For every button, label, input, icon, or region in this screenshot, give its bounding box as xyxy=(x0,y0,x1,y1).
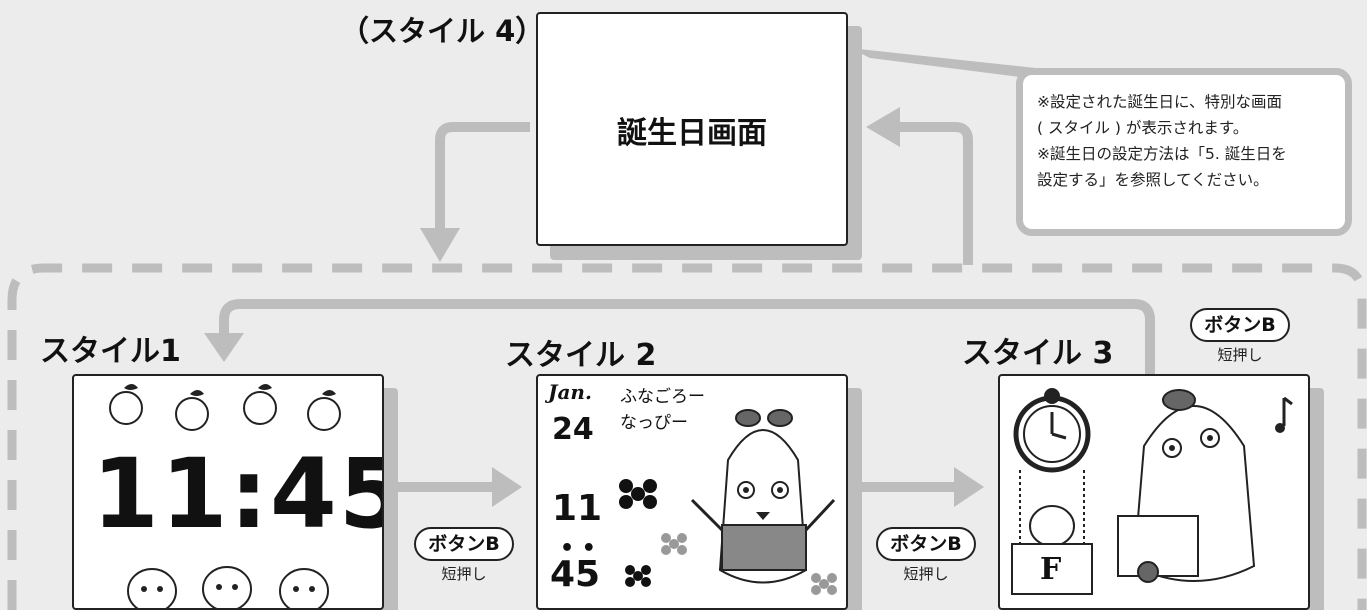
note-line: ※設定された誕生日に、特別な画面 xyxy=(1037,93,1283,111)
birthday-to-group-line xyxy=(435,122,530,228)
mascot-character xyxy=(1117,389,1293,583)
style-1-screen: 11:45 xyxy=(72,374,384,610)
button-b-label: ボタンB xyxy=(414,527,514,561)
flower-icons xyxy=(619,479,837,595)
arrow-1-2-head xyxy=(492,467,522,507)
style-2-title: スタイル 2 xyxy=(505,338,657,373)
style-1-clock: 11:45 xyxy=(92,438,384,550)
arrow-2-3-head xyxy=(954,467,984,507)
style-3-title: スタイル 3 xyxy=(962,336,1114,371)
arrow-1-2-line xyxy=(398,482,494,492)
clock-illustration xyxy=(1011,388,1093,595)
birthday-screen: 誕生日画面 xyxy=(536,12,848,246)
button-b-label: ボタンB xyxy=(876,527,976,561)
style-2-minute: 45 xyxy=(550,554,601,595)
birthday-screen-text: 誕生日画面 xyxy=(617,116,767,151)
style-2-colon: • • xyxy=(560,536,596,561)
button-b-indicator-2: ボタンB 短押し xyxy=(866,527,986,584)
style-2-handwriting-2: なっぴー xyxy=(620,413,688,433)
birthday-note: ※設定された誕生日に、特別な画面 ( スタイル ) が表示されます。 ※誕生日の… xyxy=(1016,68,1352,236)
group-to-birthday-line xyxy=(900,122,973,265)
button-b-label: ボタンB xyxy=(1190,308,1290,342)
style-2-hour: 11 xyxy=(552,488,603,529)
short-press-caption: 短押し xyxy=(441,565,487,583)
loop-arrowhead xyxy=(204,333,244,362)
note-line: 設定する」を参照してください。 xyxy=(1037,171,1269,189)
button-b-indicator-3: ボタンB 短押し xyxy=(1180,308,1300,365)
loop-arrow-line xyxy=(219,299,1155,380)
note-line: ※誕生日の設定方法は「5. 誕生日を xyxy=(1037,145,1287,163)
note-line: ( スタイル ) が表示されます。 xyxy=(1037,119,1249,137)
style-2-day: 24 xyxy=(552,412,594,447)
birthday-style-label: （スタイル 4） xyxy=(340,14,545,48)
style-2-month: Jan. xyxy=(548,380,592,404)
style-2-handwriting-1: ふなごろー xyxy=(620,387,705,407)
style-group-frame xyxy=(7,263,1367,610)
arrow-2-3-line xyxy=(860,482,956,492)
birthday-left-arrowhead xyxy=(866,107,900,147)
style-2-screen: Jan. 24 ふなごろー なっぴー 11 • • 45 xyxy=(536,374,848,610)
button-b-indicator-1: ボタンB 短押し xyxy=(404,527,524,584)
style-1-title: スタイル1 xyxy=(40,334,181,369)
style-3-screen: F xyxy=(998,374,1310,610)
short-press-caption: 短押し xyxy=(903,565,949,583)
style-3-sign: F xyxy=(1040,552,1062,587)
orange-icons-row xyxy=(109,384,341,431)
mascot-character xyxy=(690,409,836,584)
birthday-down-arrowhead xyxy=(420,228,460,262)
short-press-caption: 短押し xyxy=(1217,346,1263,364)
character-row xyxy=(127,566,329,608)
